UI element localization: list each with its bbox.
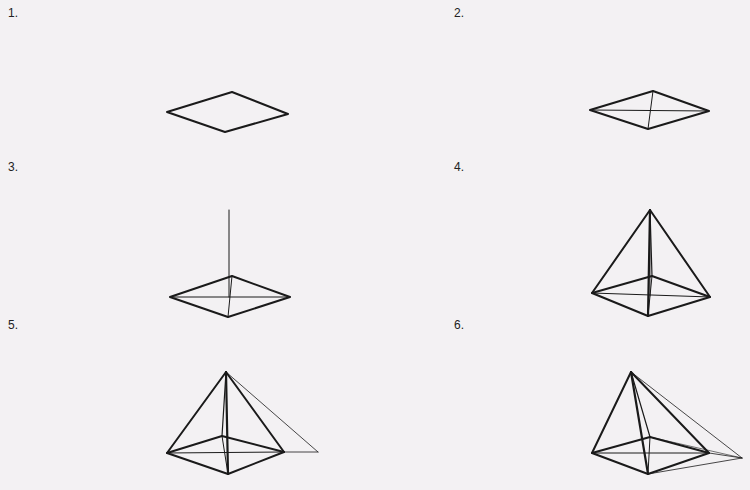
step-3-axis: [170, 210, 290, 317]
step-6-pyramid-shadow: [592, 372, 742, 474]
step-number: 3.: [8, 160, 18, 174]
step-number: 2.: [454, 6, 464, 20]
step-4-pyramid: [592, 210, 710, 316]
step-number: 5.: [8, 318, 18, 332]
step-2-base-diagonals: [590, 91, 709, 129]
step-1-base: [167, 92, 288, 132]
step-number: 4.: [454, 160, 464, 174]
step-number: 1.: [8, 6, 18, 20]
step-number: 6.: [454, 318, 464, 332]
step-5-pyramid-shadow: [167, 372, 318, 474]
